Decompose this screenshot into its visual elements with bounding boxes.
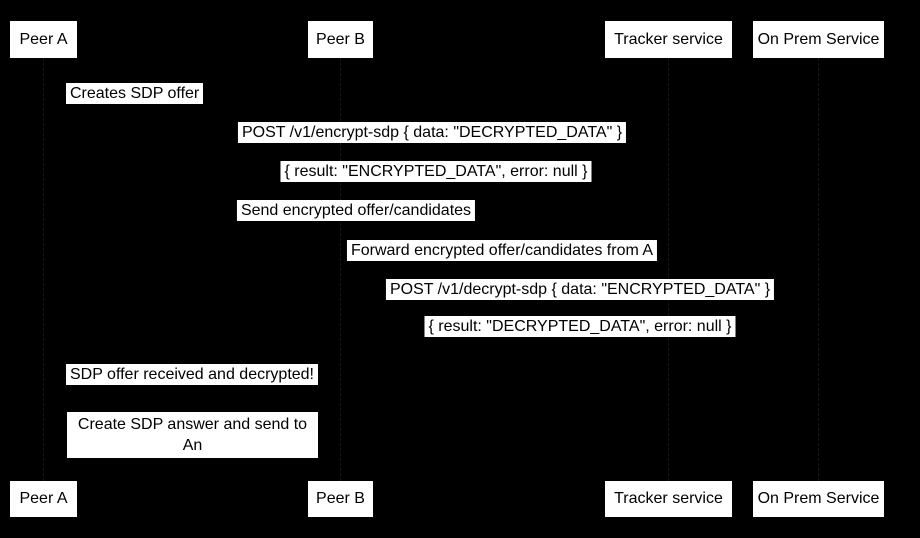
lifeline-peer-a — [43, 58, 44, 481]
note-create-sdp-answer: Create SDP answer and send to An using t… — [67, 412, 318, 475]
note-line-2: using the same mechanism — [95, 458, 290, 475]
lifeline-onprem — [818, 58, 819, 481]
message-creates-sdp-offer: Creates SDP offer — [66, 83, 204, 104]
message-post-decrypt-sdp: POST /v1/decrypt-sdp { data: "ENCRYPTED_… — [385, 279, 775, 300]
participant-box-peer-b-bottom: Peer B — [308, 481, 373, 517]
message-result-decrypted: { result: "DECRYPTED_DATA", error: null … — [424, 316, 736, 337]
participant-box-tracker-top: Tracker service — [605, 21, 732, 58]
participant-box-onprem-bottom: On Prem Service — [753, 481, 884, 517]
participant-box-onprem-top: On Prem Service — [753, 21, 884, 58]
note-line-1: Create SDP answer and send to An — [77, 416, 308, 454]
participant-box-peer-a-top: Peer A — [10, 21, 77, 58]
lifeline-peer-b — [340, 58, 341, 481]
message-forward-encrypted: Forward encrypted offer/candidates from … — [346, 240, 658, 261]
message-post-encrypt-sdp: POST /v1/encrypt-sdp { data: "DECRYPTED_… — [237, 122, 627, 143]
participant-box-peer-b-top: Peer B — [308, 21, 373, 58]
message-send-encrypted: Send encrypted offer/candidates — [236, 200, 476, 221]
participant-box-peer-a-bottom: Peer A — [10, 481, 77, 517]
message-result-encrypted: { result: "ENCRYPTED_DATA", error: null … — [280, 161, 592, 182]
message-sdp-offer-received: SDP offer received and decrypted! — [66, 364, 318, 385]
lifeline-tracker — [668, 58, 669, 481]
participant-box-tracker-bottom: Tracker service — [605, 481, 732, 517]
